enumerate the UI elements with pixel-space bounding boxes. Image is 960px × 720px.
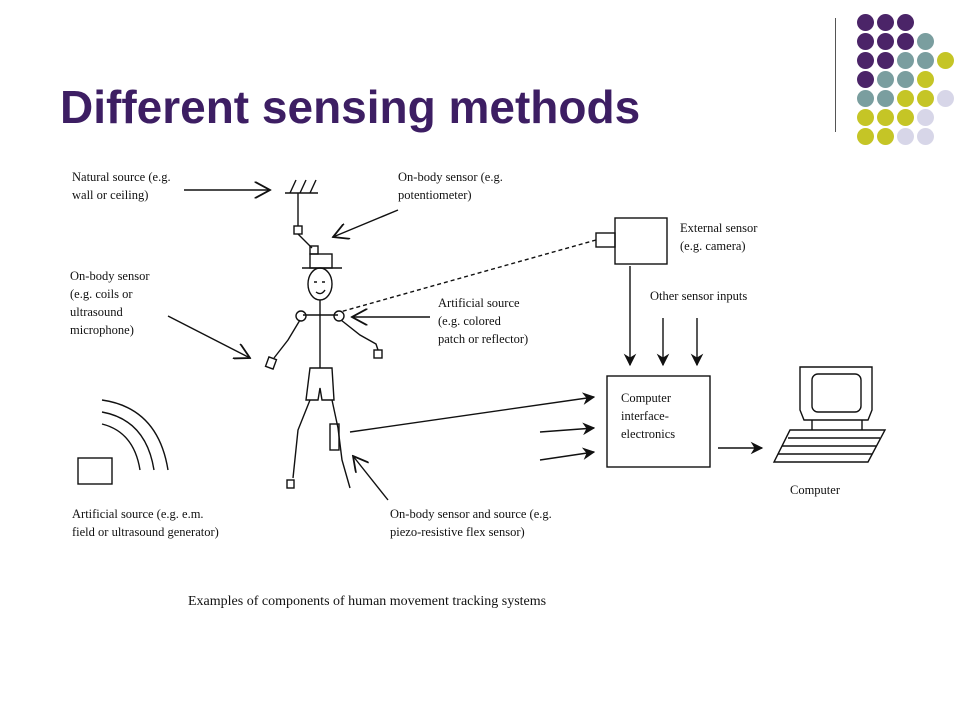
teal-dot	[877, 90, 894, 107]
lavender-dot	[917, 128, 934, 145]
label-artificial-em: Artificial source (e.g. e.m. field or ul…	[72, 507, 219, 539]
purple-dot	[897, 14, 914, 31]
decorative-dot-grid	[852, 14, 960, 145]
label-other-sensor-inputs: Other sensor inputs	[650, 289, 747, 303]
label-computer: Computer	[790, 483, 841, 497]
diagram-arrows	[167, 190, 764, 501]
purple-dot	[857, 14, 874, 31]
lavender-dot	[897, 128, 914, 145]
olive-dot	[877, 109, 894, 126]
teal-dot	[857, 90, 874, 107]
label-onbody-flex: On-body sensor and source (e.g. piezo-re…	[390, 507, 555, 539]
lavender-dot	[937, 90, 954, 107]
title-divider	[835, 18, 836, 132]
label-onbody-potentiometer: On-body sensor (e.g. potentiometer)	[398, 170, 506, 202]
olive-dot	[937, 52, 954, 69]
purple-dot	[857, 71, 874, 88]
purple-dot	[877, 33, 894, 50]
olive-dot	[857, 128, 874, 145]
purple-dot	[877, 14, 894, 31]
olive-dot	[917, 90, 934, 107]
lavender-dot	[917, 109, 934, 126]
label-external-sensor: External sensor (e.g. camera)	[680, 221, 761, 253]
label-onbody-coils: On-body sensor (e.g. coils or ultrasound…	[70, 269, 153, 337]
purple-dot	[857, 33, 874, 50]
diagram-lines	[77, 179, 887, 489]
olive-dot	[917, 71, 934, 88]
diagram-caption: Examples of components of human movement…	[188, 594, 546, 609]
olive-dot	[877, 128, 894, 145]
label-natural-source: Natural source (e.g. wall or ceiling)	[72, 170, 174, 202]
olive-dot	[857, 109, 874, 126]
olive-dot	[897, 90, 914, 107]
teal-dot	[897, 71, 914, 88]
teal-dot	[917, 33, 934, 50]
label-artificial-patch: Artificial source (e.g. colored patch or…	[438, 296, 528, 346]
slide-title: Different sensing methods	[60, 81, 641, 133]
olive-dot	[897, 109, 914, 126]
teal-dot	[897, 52, 914, 69]
purple-dot	[877, 52, 894, 69]
purple-dot	[897, 33, 914, 50]
teal-dot	[917, 52, 934, 69]
label-computer-interface: Computer interface- electronics	[621, 391, 675, 441]
purple-dot	[857, 52, 874, 69]
teal-dot	[877, 71, 894, 88]
